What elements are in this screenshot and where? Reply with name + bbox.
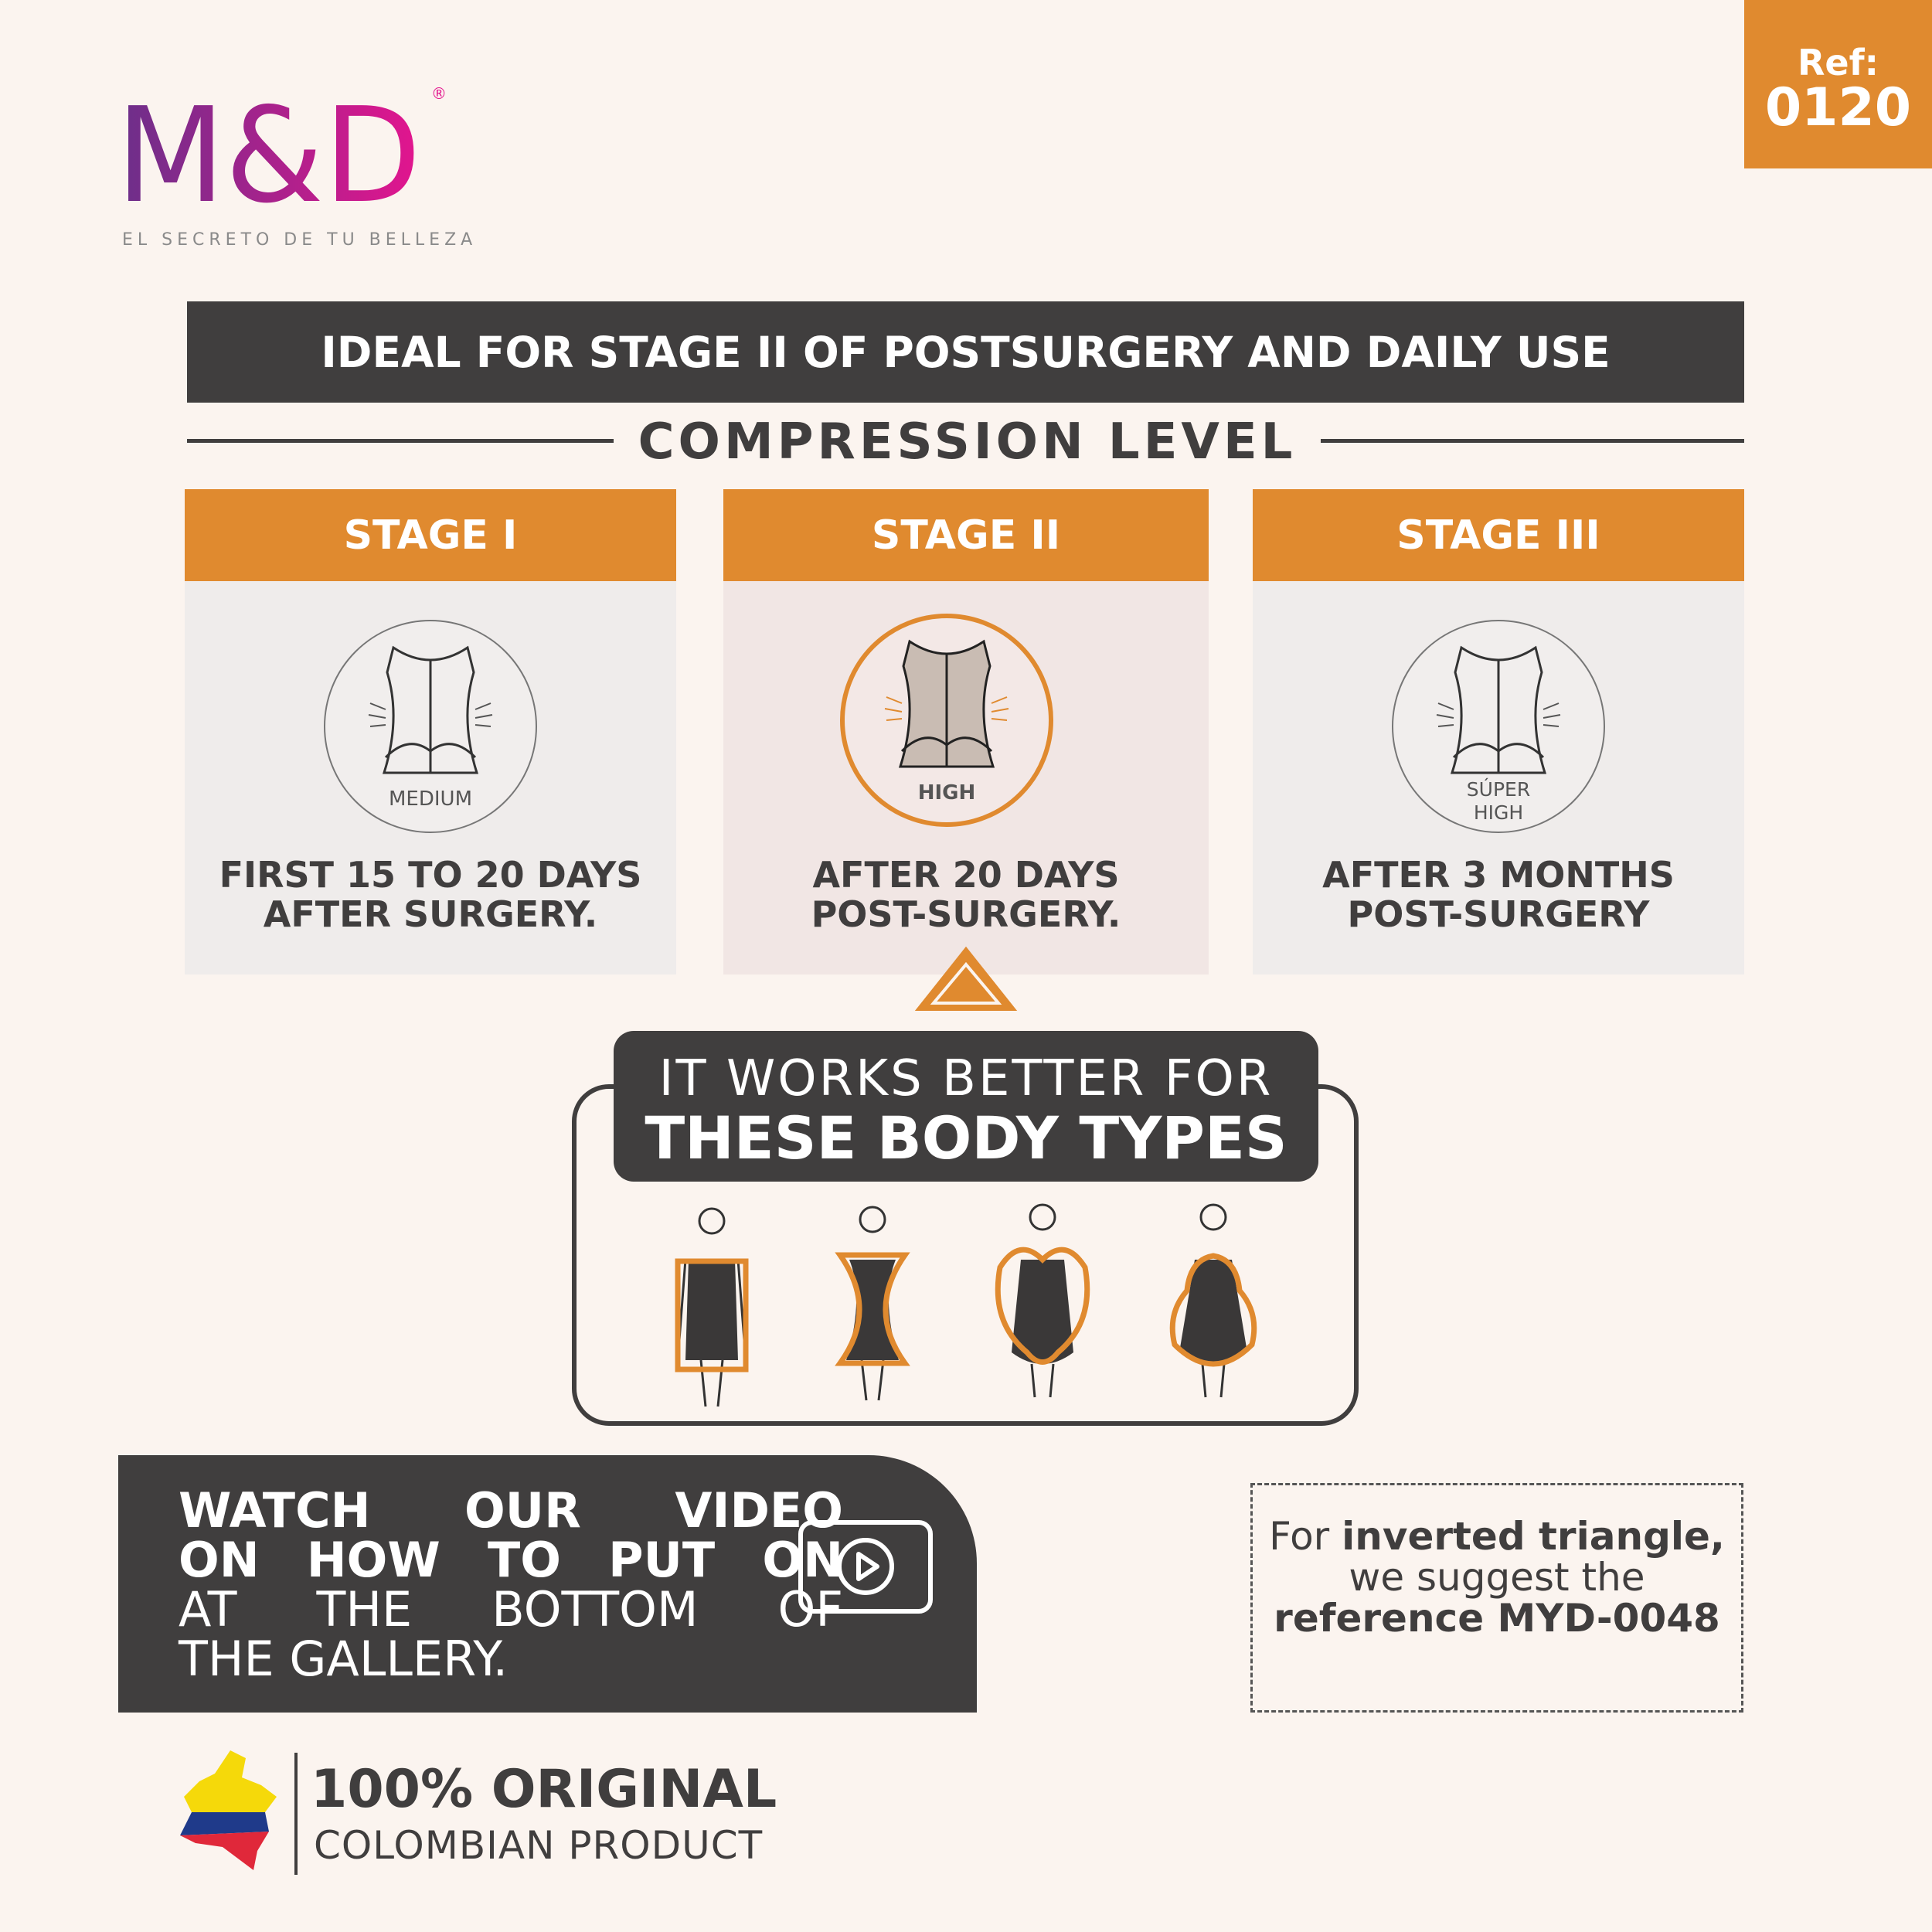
- stage-desc-line2: POST-SURGERY: [1347, 893, 1650, 935]
- stage-desc-line1: AFTER 20 DAYS: [812, 854, 1120, 896]
- suggest-line2: we suggest the: [1349, 1555, 1645, 1600]
- usage-banner: IDEAL FOR STAGE II OF POSTSURGERY AND DA…: [187, 301, 1744, 403]
- stage-title: STAGE I: [185, 489, 676, 581]
- suggestion-note: For inverted triangle, we suggest the re…: [1250, 1483, 1743, 1713]
- pear-body-icon: [1169, 1203, 1257, 1398]
- stage-desc-line1: FIRST 15 TO 20 DAYS: [219, 854, 642, 896]
- super-high-compression-icon: SÚPER HIGH: [1392, 620, 1605, 833]
- stage-desc-line2: AFTER SURGERY.: [263, 893, 598, 935]
- divider-left: [187, 439, 614, 443]
- hourglass-body-icon: [835, 1206, 910, 1401]
- video-line2: ON HOW TO PUT ON: [179, 1532, 843, 1588]
- pointer-triangle-icon: [914, 946, 1018, 1011]
- high-compression-icon: HIGH: [839, 614, 1053, 827]
- stage-title: STAGE III: [1253, 489, 1744, 581]
- brand-logo: M&D ®: [116, 80, 447, 224]
- origin-title: 100% ORIGINAL: [311, 1759, 777, 1820]
- suggest-prefix: For: [1269, 1514, 1342, 1559]
- level-label: SÚPER: [1467, 777, 1530, 801]
- medium-compression-icon: MEDIUM: [324, 620, 537, 833]
- level-label: HIGH: [918, 781, 976, 804]
- suggest-line3: reference MYD-0048: [1274, 1596, 1720, 1641]
- logo-tagline: EL SECRETO DE TU BELLEZA: [122, 230, 478, 250]
- origin-divider: [294, 1753, 298, 1875]
- rectangle-body-icon: [675, 1207, 749, 1407]
- origin-subtitle: COLOMBIAN PRODUCT: [314, 1823, 764, 1868]
- colombia-map-icon: [180, 1750, 277, 1870]
- body-type-figures: [675, 1203, 1257, 1407]
- divider-right: [1321, 439, 1744, 443]
- heading-line2: THESE BODY TYPES: [645, 1104, 1287, 1172]
- logo-text: M&D: [116, 80, 421, 224]
- stage-title: STAGE II: [723, 489, 1209, 581]
- level-label: MEDIUM: [389, 787, 472, 811]
- compression-title: COMPRESSION LEVEL: [638, 413, 1297, 471]
- reference-badge: Ref: 0120: [1744, 0, 1932, 168]
- play-video-icon[interactable]: [798, 1520, 933, 1614]
- video-line3: AT THE BOTTOM OF: [179, 1581, 843, 1638]
- suggest-bold: inverted triangle,: [1342, 1514, 1725, 1559]
- video-line4: THE GALLERY.: [179, 1631, 509, 1687]
- ref-number: 0120: [1764, 77, 1912, 138]
- svg-text:®: ®: [431, 84, 447, 103]
- stage-desc-line2: POST-SURGERY.: [811, 893, 1121, 935]
- level-label-2: HIGH: [1474, 801, 1523, 824]
- body-types-heading: IT WORKS BETTER FOR THESE BODY TYPES: [614, 1031, 1318, 1182]
- video-callout: WATCH OUR VIDEO ON HOW TO PUT ON AT THE …: [118, 1455, 977, 1713]
- heart-body-icon: [995, 1203, 1090, 1398]
- video-line1: WATCH OUR VIDEO: [179, 1482, 843, 1539]
- stage-desc-line1: AFTER 3 MONTHS: [1322, 854, 1675, 896]
- ref-label: Ref:: [1797, 42, 1879, 83]
- heading-line1: IT WORKS BETTER FOR: [658, 1050, 1274, 1107]
